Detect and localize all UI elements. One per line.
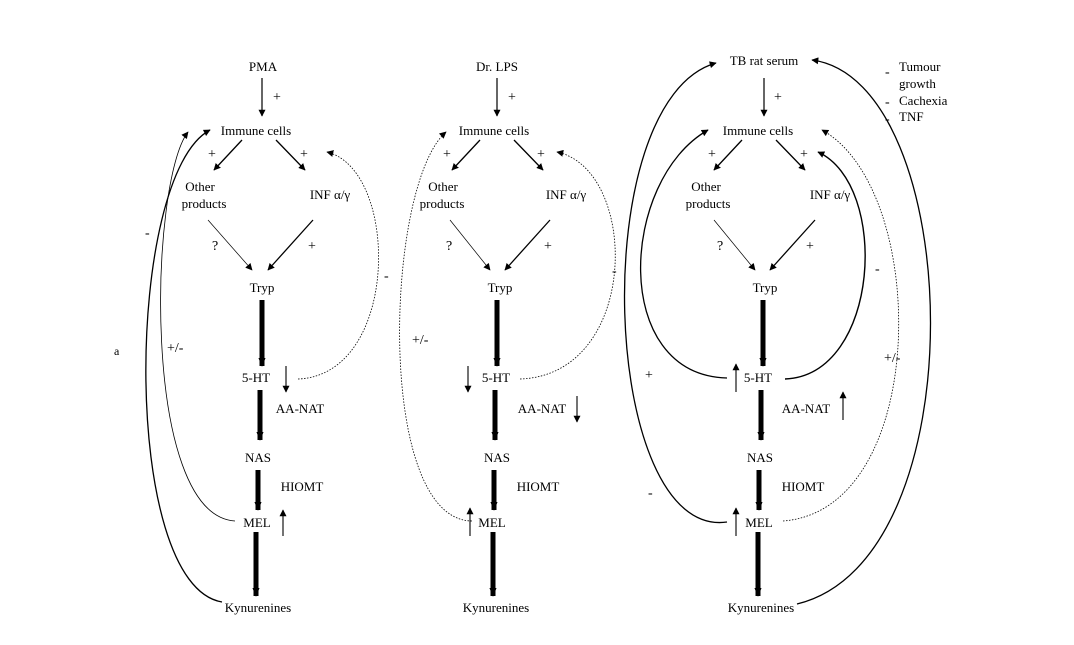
left-plus-sign: + — [208, 147, 216, 162]
effect-tumour: Tumour — [899, 59, 941, 74]
nas-label: NAS — [484, 450, 510, 465]
effects-sign: - — [885, 112, 890, 127]
immune-cells-label: Immune cells — [459, 123, 529, 138]
kyn-feedback-sign: - — [145, 226, 150, 241]
kynurenines-label: Kynurenines — [225, 600, 291, 615]
other-products-label-line1: Other — [185, 179, 215, 194]
stimulus-label: Dr. LPS — [476, 59, 518, 74]
effect-cachexia: Cachexia — [899, 93, 948, 108]
effect-growth: growth — [899, 76, 936, 91]
right-plus-sign: + — [537, 147, 545, 162]
mel-outer-feedback-sign: - — [648, 486, 653, 501]
inf-label: INF α/γ — [810, 187, 851, 202]
mel-feedback-sign: +/- — [412, 333, 429, 348]
hiomt-label: HIOMT — [517, 479, 560, 494]
5ht-feedback-sign: - — [612, 264, 617, 279]
5ht-outer-feedback-sign: + — [645, 368, 653, 383]
hiomt-label: HIOMT — [782, 479, 825, 494]
5ht-feedback-arc — [784, 151, 866, 380]
kyn-feedback-arc — [145, 129, 223, 603]
kynurenines-label: Kynurenines — [463, 600, 529, 615]
inf-to-tryp-arrow — [267, 219, 314, 271]
mel-label: MEL — [243, 515, 271, 530]
kynurenines-label: Kynurenines — [728, 600, 794, 615]
5ht-feedback-arc — [297, 150, 379, 380]
5ht-feedback-sign: - — [875, 262, 880, 277]
aanat-label: AA-NAT — [782, 401, 830, 416]
other-to-tryp-arrow — [207, 219, 253, 271]
aanat-label: AA-NAT — [518, 401, 566, 416]
other-to-tryp-arrow — [449, 219, 491, 271]
tryp-label: Tryp — [488, 280, 513, 295]
inf-plus-sign: + — [544, 239, 552, 254]
effect-tnf: TNF — [899, 109, 924, 124]
panel-1: PMA + Immune cells + + Other products IN… — [145, 59, 389, 615]
nas-label: NAS — [245, 450, 271, 465]
hiomt-label: HIOMT — [281, 479, 324, 494]
mel-label: MEL — [478, 515, 506, 530]
question-mark: ? — [446, 239, 452, 254]
5ht-label: 5-HT — [482, 370, 510, 385]
right-plus-sign: + — [300, 147, 308, 162]
other-products-label-line2: products — [420, 196, 465, 211]
stimulus-sign: + — [273, 90, 281, 105]
mel-label: MEL — [745, 515, 773, 530]
immune-to-inf-arrow — [513, 139, 544, 171]
immune-to-other-arrow — [213, 139, 243, 171]
other-products-label-line2: products — [182, 196, 227, 211]
inf-label: INF α/γ — [546, 187, 587, 202]
inf-plus-sign: + — [308, 239, 316, 254]
stimulus-label: TB rat serum — [730, 53, 799, 68]
panel-3: TB rat serum + Immune cells + + Other pr… — [623, 53, 932, 615]
panel-2: Dr. LPS + Immune cells + + Other product… — [399, 59, 617, 615]
aanat-label: AA-NAT — [276, 401, 324, 416]
immune-cells-label: Immune cells — [221, 123, 291, 138]
question-mark: ? — [212, 239, 218, 254]
other-products-label-line2: products — [686, 196, 731, 211]
other-products-label-line1: Other — [691, 179, 721, 194]
kyn-feedback-arc — [796, 57, 932, 605]
mel-feedback-arc — [160, 131, 236, 522]
right-plus-sign: + — [800, 147, 808, 162]
5ht-outer-feedback-arc — [639, 129, 728, 379]
inf-to-tryp-arrow — [504, 219, 551, 271]
stimulus-sign: + — [774, 90, 782, 105]
mel-feedback-arc — [782, 129, 899, 522]
left-plus-sign: + — [708, 147, 716, 162]
mel-feedback-arc — [399, 131, 473, 522]
nas-label: NAS — [747, 450, 773, 465]
immune-cells-label: Immune cells — [723, 123, 793, 138]
immune-to-other-arrow — [713, 139, 743, 171]
effects-list: - Tumour growth - Cachexia - TNF — [885, 59, 948, 127]
stimulus-label: PMA — [249, 59, 278, 74]
inf-plus-sign: + — [806, 239, 814, 254]
5ht-feedback-arc — [519, 149, 616, 380]
immune-to-inf-arrow — [275, 139, 306, 171]
mel-outer-feedback-arc — [623, 61, 728, 523]
tryp-label: Tryp — [250, 280, 275, 295]
question-mark: ? — [717, 239, 723, 254]
immune-to-inf-arrow — [775, 139, 806, 171]
effects-sign: - — [885, 95, 890, 110]
tryp-label: Tryp — [753, 280, 778, 295]
mel-feedback-sign: +/- — [167, 341, 184, 356]
mel-feedback-sign: +/- — [884, 351, 901, 366]
other-products-label-line1: Other — [428, 179, 458, 194]
inf-label: INF α/γ — [310, 187, 351, 202]
stimulus-sign: + — [508, 90, 516, 105]
immune-to-other-arrow — [451, 139, 481, 171]
effects-sign: - — [885, 65, 890, 80]
5ht-feedback-sign: - — [384, 269, 389, 284]
stray-mark: a — [114, 344, 120, 358]
other-to-tryp-arrow — [713, 219, 756, 271]
inf-to-tryp-arrow — [769, 219, 816, 271]
5ht-label: 5-HT — [744, 370, 772, 385]
left-plus-sign: + — [443, 147, 451, 162]
5ht-label: 5-HT — [242, 370, 270, 385]
